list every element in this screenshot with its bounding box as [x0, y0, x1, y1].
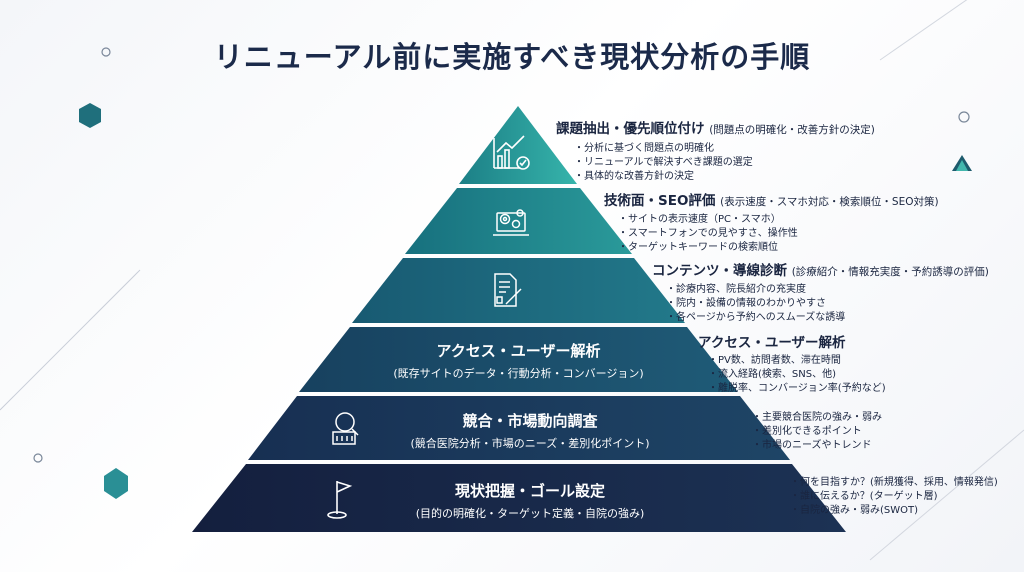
list-item: 具体的な改善方針の決定: [574, 170, 875, 184]
layer-6-title: 現状把握・ゴール設定: [454, 482, 605, 500]
list-item: 主要競合医院の強み・弱み: [752, 411, 882, 425]
circle-outline-icon: [101, 47, 111, 57]
flag-icon: [327, 481, 353, 519]
layer-5-title: 競合・市場動向調査: [462, 412, 598, 430]
list-item: 何を目指すか？(新規獲得、採用、情報発信): [790, 476, 998, 490]
page-title: リニューアル前に実施すべき現状分析の手順: [213, 40, 811, 74]
layer-4-label: アクセス・ユーザー解析 (既存サイトのデータ・行動分析・コンバージョン): [350, 340, 687, 381]
circle-outline-icon: [33, 453, 43, 463]
pyramid-layer-4: [299, 327, 738, 392]
list-item: 自院の強み・弱み(SWOT): [790, 504, 998, 518]
list-item: スマートフォンでの見やすさ、操作性: [618, 227, 939, 241]
layer-3-heading: コンテンツ・導線診断 (診療紹介・情報充実度・予約誘導の評価): [652, 263, 989, 279]
list-item: 離脱率、コンバージョン率(予約など): [708, 382, 886, 396]
layer-4-title: アクセス・ユーザー解析: [436, 342, 601, 360]
layer-6-label: 現状把握・ゴール設定 (目的の明確化・ターゲット定義・自院の強み): [340, 480, 720, 521]
layer-1-heading: 課題抽出・優先順位付け (問題点の明確化・改善方針の決定): [556, 121, 875, 137]
pyramid-layer-1: [459, 106, 577, 184]
layer-1-description: 課題抽出・優先順位付け (問題点の明確化・改善方針の決定) 分析に基づく問題点の…: [556, 120, 875, 184]
list-item: 差別化できるポイント: [752, 425, 882, 439]
layer-4-heading: アクセス・ユーザー解析: [698, 335, 846, 351]
layer-4-subtitle: (既存サイトのデータ・行動分析・コンバージョン): [393, 367, 644, 380]
pyramid-layer-5: [248, 396, 790, 460]
layer-4-description: アクセス・ユーザー解析 PV数、訪問者数、滞在時間 流入経路(検索、SNS、他)…: [698, 334, 886, 396]
layer-2-heading: 技術面・SEO評価 (表示速度・スマホ対応・検索順位・SEO対策): [604, 193, 939, 209]
layer-5-label: 競合・市場動向調査 (競合医院分析・市場のニーズ・差別化ポイント): [340, 410, 720, 451]
pyramid-layer-6: [192, 464, 846, 532]
list-item: ターゲットキーワードの検索順位: [618, 241, 939, 255]
list-item: 各ページから予約へのスムーズな誘導: [666, 311, 989, 325]
list-item: 流入経路(検索、SNS、他): [708, 368, 886, 382]
layer-5-description: 主要競合医院の強み・弱み 差別化できるポイント 市場のニーズやトレンド: [752, 411, 882, 453]
list-item: 分析に基づく問題点の明確化: [574, 142, 875, 156]
hexagon-icon: [79, 103, 101, 128]
layer-3-description: コンテンツ・導線診断 (診療紹介・情報充実度・予約誘導の評価) 診療内容、院長紹…: [652, 262, 989, 325]
list-item: 誰に伝えるか？(ターゲット層): [790, 490, 998, 504]
list-item: 市場のニーズやトレンド: [752, 439, 882, 453]
layer-2-description: 技術面・SEO評価 (表示速度・スマホ対応・検索順位・SEO対策) サイトの表示…: [604, 192, 939, 255]
layer-5-subtitle: (競合医院分析・市場のニーズ・差別化ポイント): [410, 437, 650, 450]
layer-6-description: 何を目指すか？(新規獲得、採用、情報発信) 誰に伝えるか？(ターゲット層) 自院…: [790, 476, 998, 518]
circle-outline-icon: [958, 111, 970, 123]
layer-6-subtitle: (目的の明確化・ターゲット定義・自院の強み): [415, 507, 645, 520]
list-item: 診療内容、院長紹介の充実度: [666, 283, 989, 297]
list-item: リニューアルで解決すべき課題の選定: [574, 156, 875, 170]
hexagon-icon: [104, 468, 128, 499]
list-item: PV数、訪問者数、滞在時間: [708, 354, 886, 368]
chart-check-icon: [493, 135, 530, 170]
document-edit-icon: [494, 273, 522, 307]
magnifier-building-icon: [332, 412, 359, 445]
laptop-gear-icon: [493, 209, 529, 236]
list-item: サイトの表示速度（PC・スマホ）: [618, 213, 939, 227]
list-item: 院内・設備の情報のわかりやすさ: [666, 297, 989, 311]
